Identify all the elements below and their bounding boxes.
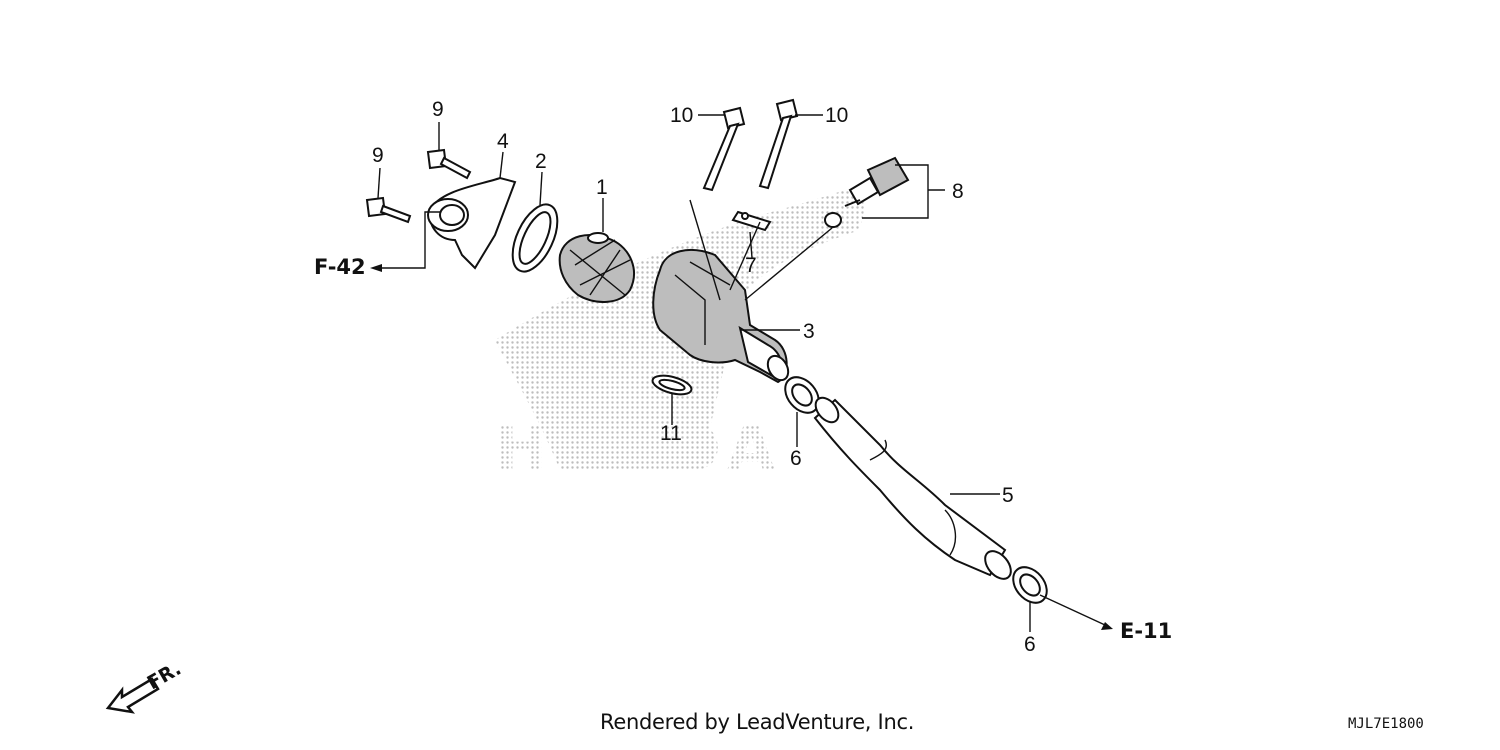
label-5: 5 <box>1002 484 1014 507</box>
front-arrow-icon <box>105 677 160 714</box>
clip-plate[interactable] <box>731 210 772 232</box>
short-bolt-upper[interactable] <box>426 148 472 180</box>
label-9-lower: 9 <box>372 144 384 167</box>
part-labels: 9 9 4 2 1 10 10 8 7 3 11 6 5 6 <box>372 98 1036 656</box>
label-3: 3 <box>803 320 815 343</box>
hose-clamp-upper[interactable] <box>778 371 825 420</box>
label-10-left: 10 <box>670 104 693 127</box>
thermostat-housing[interactable] <box>652 249 792 384</box>
label-6-upper: 6 <box>790 447 802 470</box>
coolant-temperature-sensor[interactable] <box>844 156 910 207</box>
gasket-ring[interactable] <box>503 198 566 278</box>
thermostat[interactable] <box>558 232 635 303</box>
reference-e11[interactable]: E-11 <box>1120 619 1172 643</box>
honda-wordmark-watermark: HONDA <box>495 412 781 485</box>
label-7: 7 <box>745 254 757 277</box>
thermostat-cover[interactable] <box>427 176 517 270</box>
housing-gasket[interactable] <box>651 372 694 398</box>
footer-credit: Rendered by LeadVenture, Inc. <box>600 710 915 734</box>
water-hose[interactable] <box>811 393 1016 583</box>
long-bolt-right[interactable] <box>758 98 799 190</box>
hose-clamp-lower[interactable] <box>1006 561 1053 610</box>
label-1: 1 <box>596 176 608 199</box>
short-bolt-lower[interactable] <box>365 196 412 224</box>
long-bolt-left[interactable] <box>702 106 746 192</box>
diagram-code: MJL7E1800 <box>1348 716 1424 732</box>
label-10-right: 10 <box>825 104 848 127</box>
reference-f42[interactable]: F-42 <box>314 255 366 279</box>
label-9-upper: 9 <box>432 98 444 121</box>
label-11: 11 <box>660 422 682 445</box>
sensor-o-ring[interactable] <box>824 212 842 228</box>
label-4: 4 <box>497 130 509 153</box>
label-8: 8 <box>952 180 964 203</box>
leader-lines <box>370 114 1113 632</box>
label-2: 2 <box>535 150 547 173</box>
label-6-lower: 6 <box>1024 633 1036 656</box>
front-direction-indicator: FR. <box>105 658 185 714</box>
